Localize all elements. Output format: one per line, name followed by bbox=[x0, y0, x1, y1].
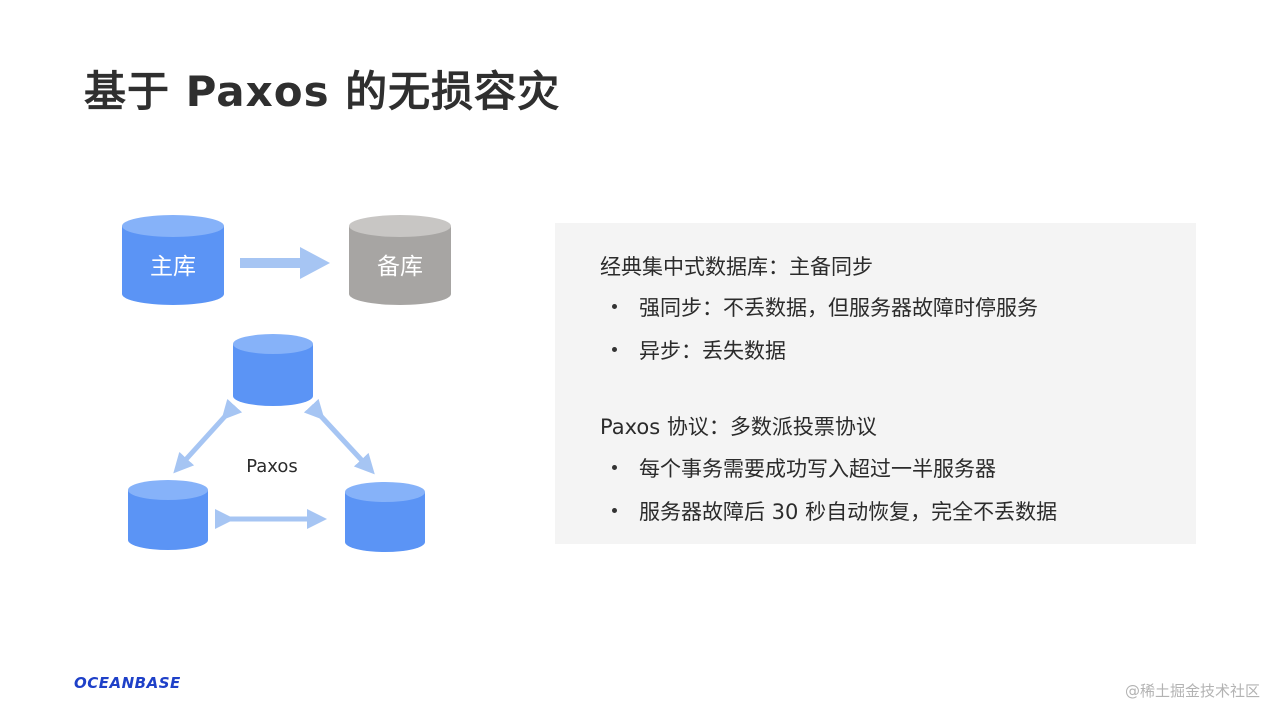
section-heading-classic: 经典集中式数据库：主备同步 bbox=[600, 255, 873, 279]
page-title: 基于 Paxos 的无损容灾 bbox=[84, 67, 561, 116]
bullet-dot bbox=[612, 347, 617, 352]
watermark: @稀土掘金技术社区 bbox=[1124, 682, 1260, 700]
left-double-arrow bbox=[173, 398, 243, 474]
bullet-async: 异步：丢失数据 bbox=[639, 339, 786, 363]
info-box: 经典集中式数据库：主备同步 强同步：不丢数据，但服务器故障时停服务 异步：丢失数… bbox=[555, 223, 1196, 544]
standby-db-cylinder bbox=[349, 215, 451, 305]
bullet-dot bbox=[612, 465, 617, 470]
bullet-majority-write: 每个事务需要成功写入超过一半服务器 bbox=[639, 457, 996, 481]
paxos-node-right bbox=[345, 482, 425, 552]
bullet-auto-recovery: 服务器故障后 30 秒自动恢复，完全不丢数据 bbox=[639, 500, 1058, 524]
paxos-node-top bbox=[233, 334, 313, 406]
standby-db-label: 备库 bbox=[377, 254, 423, 280]
bullet-dot bbox=[612, 304, 617, 309]
replication-arrow bbox=[240, 247, 330, 279]
bullet-dot bbox=[612, 508, 617, 513]
primary-db-label: 主库 bbox=[150, 254, 196, 280]
right-double-arrow bbox=[303, 398, 375, 475]
paxos-diagram: 主库 备库 Paxos bbox=[0, 0, 560, 720]
paxos-label: Paxos bbox=[246, 456, 298, 477]
paxos-node-left bbox=[128, 480, 208, 550]
bullet-strong-sync: 强同步：不丢数据，但服务器故障时停服务 bbox=[639, 296, 1038, 320]
oceanbase-logo: OCEANBASE bbox=[74, 674, 181, 692]
section-heading-paxos: Paxos 协议：多数派投票协议 bbox=[600, 415, 877, 439]
primary-db-cylinder bbox=[122, 215, 224, 305]
